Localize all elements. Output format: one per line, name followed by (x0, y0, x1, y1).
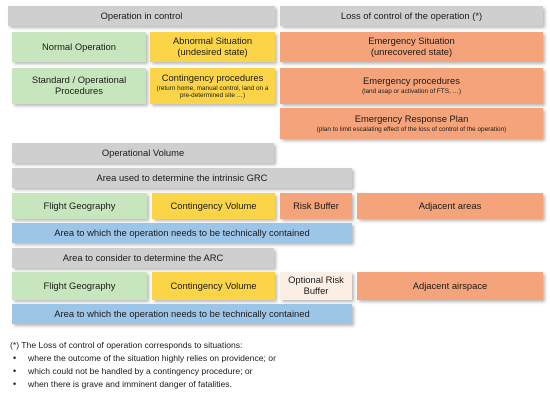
standard-procedures-box: Standard / Operational Procedures (12, 68, 146, 104)
footnote-item: where the outcome of the situation highl… (10, 352, 534, 365)
footnote-list: where the outcome of the situation highl… (10, 352, 534, 391)
footnote-item: which could not be handled by a continge… (10, 365, 534, 378)
arc-contained-area-box: Area to which the operation needs to be … (12, 304, 352, 324)
adjacent-areas-box: Adjacent areas (357, 193, 543, 219)
operation-in-control-header: Operation in control (8, 6, 275, 26)
normal-operation-box: Normal Operation (12, 32, 146, 62)
emergency-response-plan-box: Emergency Response Plan (plan to limit e… (280, 108, 543, 139)
operational-volume-header: Operational Volume (12, 143, 274, 163)
contingency-procedures-box: Contingency procedures (return home, man… (150, 68, 275, 104)
arc-contingency-volume-box: Contingency Volume (152, 272, 275, 300)
emergency-situation-box: Emergency Situation (unrecovered state) (280, 32, 543, 62)
grc-contingency-volume-box: Contingency Volume (152, 193, 275, 219)
intrinsic-grc-header: Area used to determine the intrinsic GRC (12, 168, 352, 188)
emergency-procedures-box: Emergency procedures (land asap or activ… (280, 68, 543, 104)
grc-flight-geography-box: Flight Geography (12, 193, 147, 219)
arc-flight-geography-box: Flight Geography (12, 272, 147, 300)
abnormal-situation-box: Abnormal Situation (undesired state) (150, 32, 275, 62)
arc-header: Area to consider to determine the ARC (12, 248, 274, 268)
loss-of-control-header: Loss of control of the operation (*) (280, 6, 543, 26)
footnote: (*) The Loss of control of operation cor… (4, 325, 540, 397)
grc-contained-area-box: Area to which the operation needs to be … (12, 223, 352, 243)
adjacent-airspace-box: Adjacent airspace (357, 272, 543, 300)
footnote-item: when there is grave and imminent danger … (10, 378, 534, 391)
optional-risk-buffer-box: Optional Risk Buffer (280, 272, 352, 300)
risk-buffer-box: Risk Buffer (280, 193, 352, 219)
footnote-intro: (*) The Loss of control of operation cor… (10, 340, 243, 350)
